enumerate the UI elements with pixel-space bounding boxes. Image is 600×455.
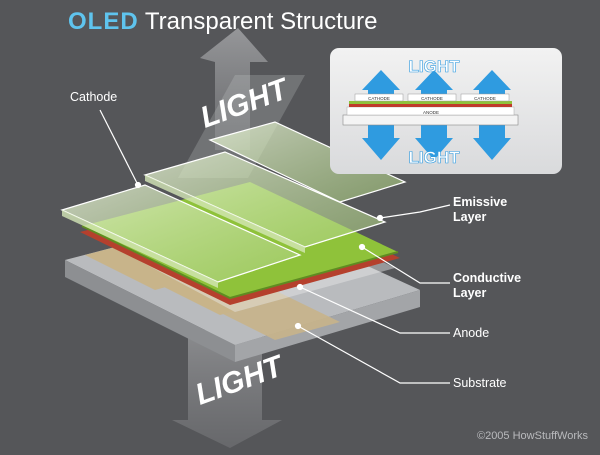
cathode-layer: [60, 121, 407, 288]
inset-anode-tag: ANODE: [423, 110, 439, 115]
conductive-label-line2: Layer: [453, 286, 487, 300]
inset-cathode-tag-3: CATHODE: [474, 96, 496, 101]
inset-arrows: [362, 70, 511, 160]
inset-bottom-light-label: LIGHT: [409, 148, 461, 167]
inset-cathode-tag-1: CATHODE: [368, 96, 390, 101]
title-accent: OLED: [68, 8, 139, 35]
cathode-label: Cathode: [70, 90, 118, 104]
emissive-label-line1: Emissive: [453, 195, 508, 209]
callout-lines: [99, 109, 451, 384]
diagram-title: OLED Transparent Structure: [68, 8, 377, 36]
copyright-notice: ©2005 HowStuffWorks: [476, 430, 588, 442]
substrate-label: Substrate: [453, 376, 507, 390]
inset-layers: [342, 93, 519, 126]
inset-panel: CATHODE CATHODE CATHODE ANODE LIGHT LIGH…: [330, 48, 562, 174]
emissive-label-line2: Layer: [453, 210, 487, 224]
conductive-label-line1: Conductive: [453, 271, 522, 285]
inset-cathode-tag-2: CATHODE: [421, 96, 443, 101]
title-rest: Transparent Structure: [138, 8, 378, 35]
anode-label: Anode: [453, 326, 490, 340]
inset-top-light-label: LIGHT: [409, 57, 461, 76]
